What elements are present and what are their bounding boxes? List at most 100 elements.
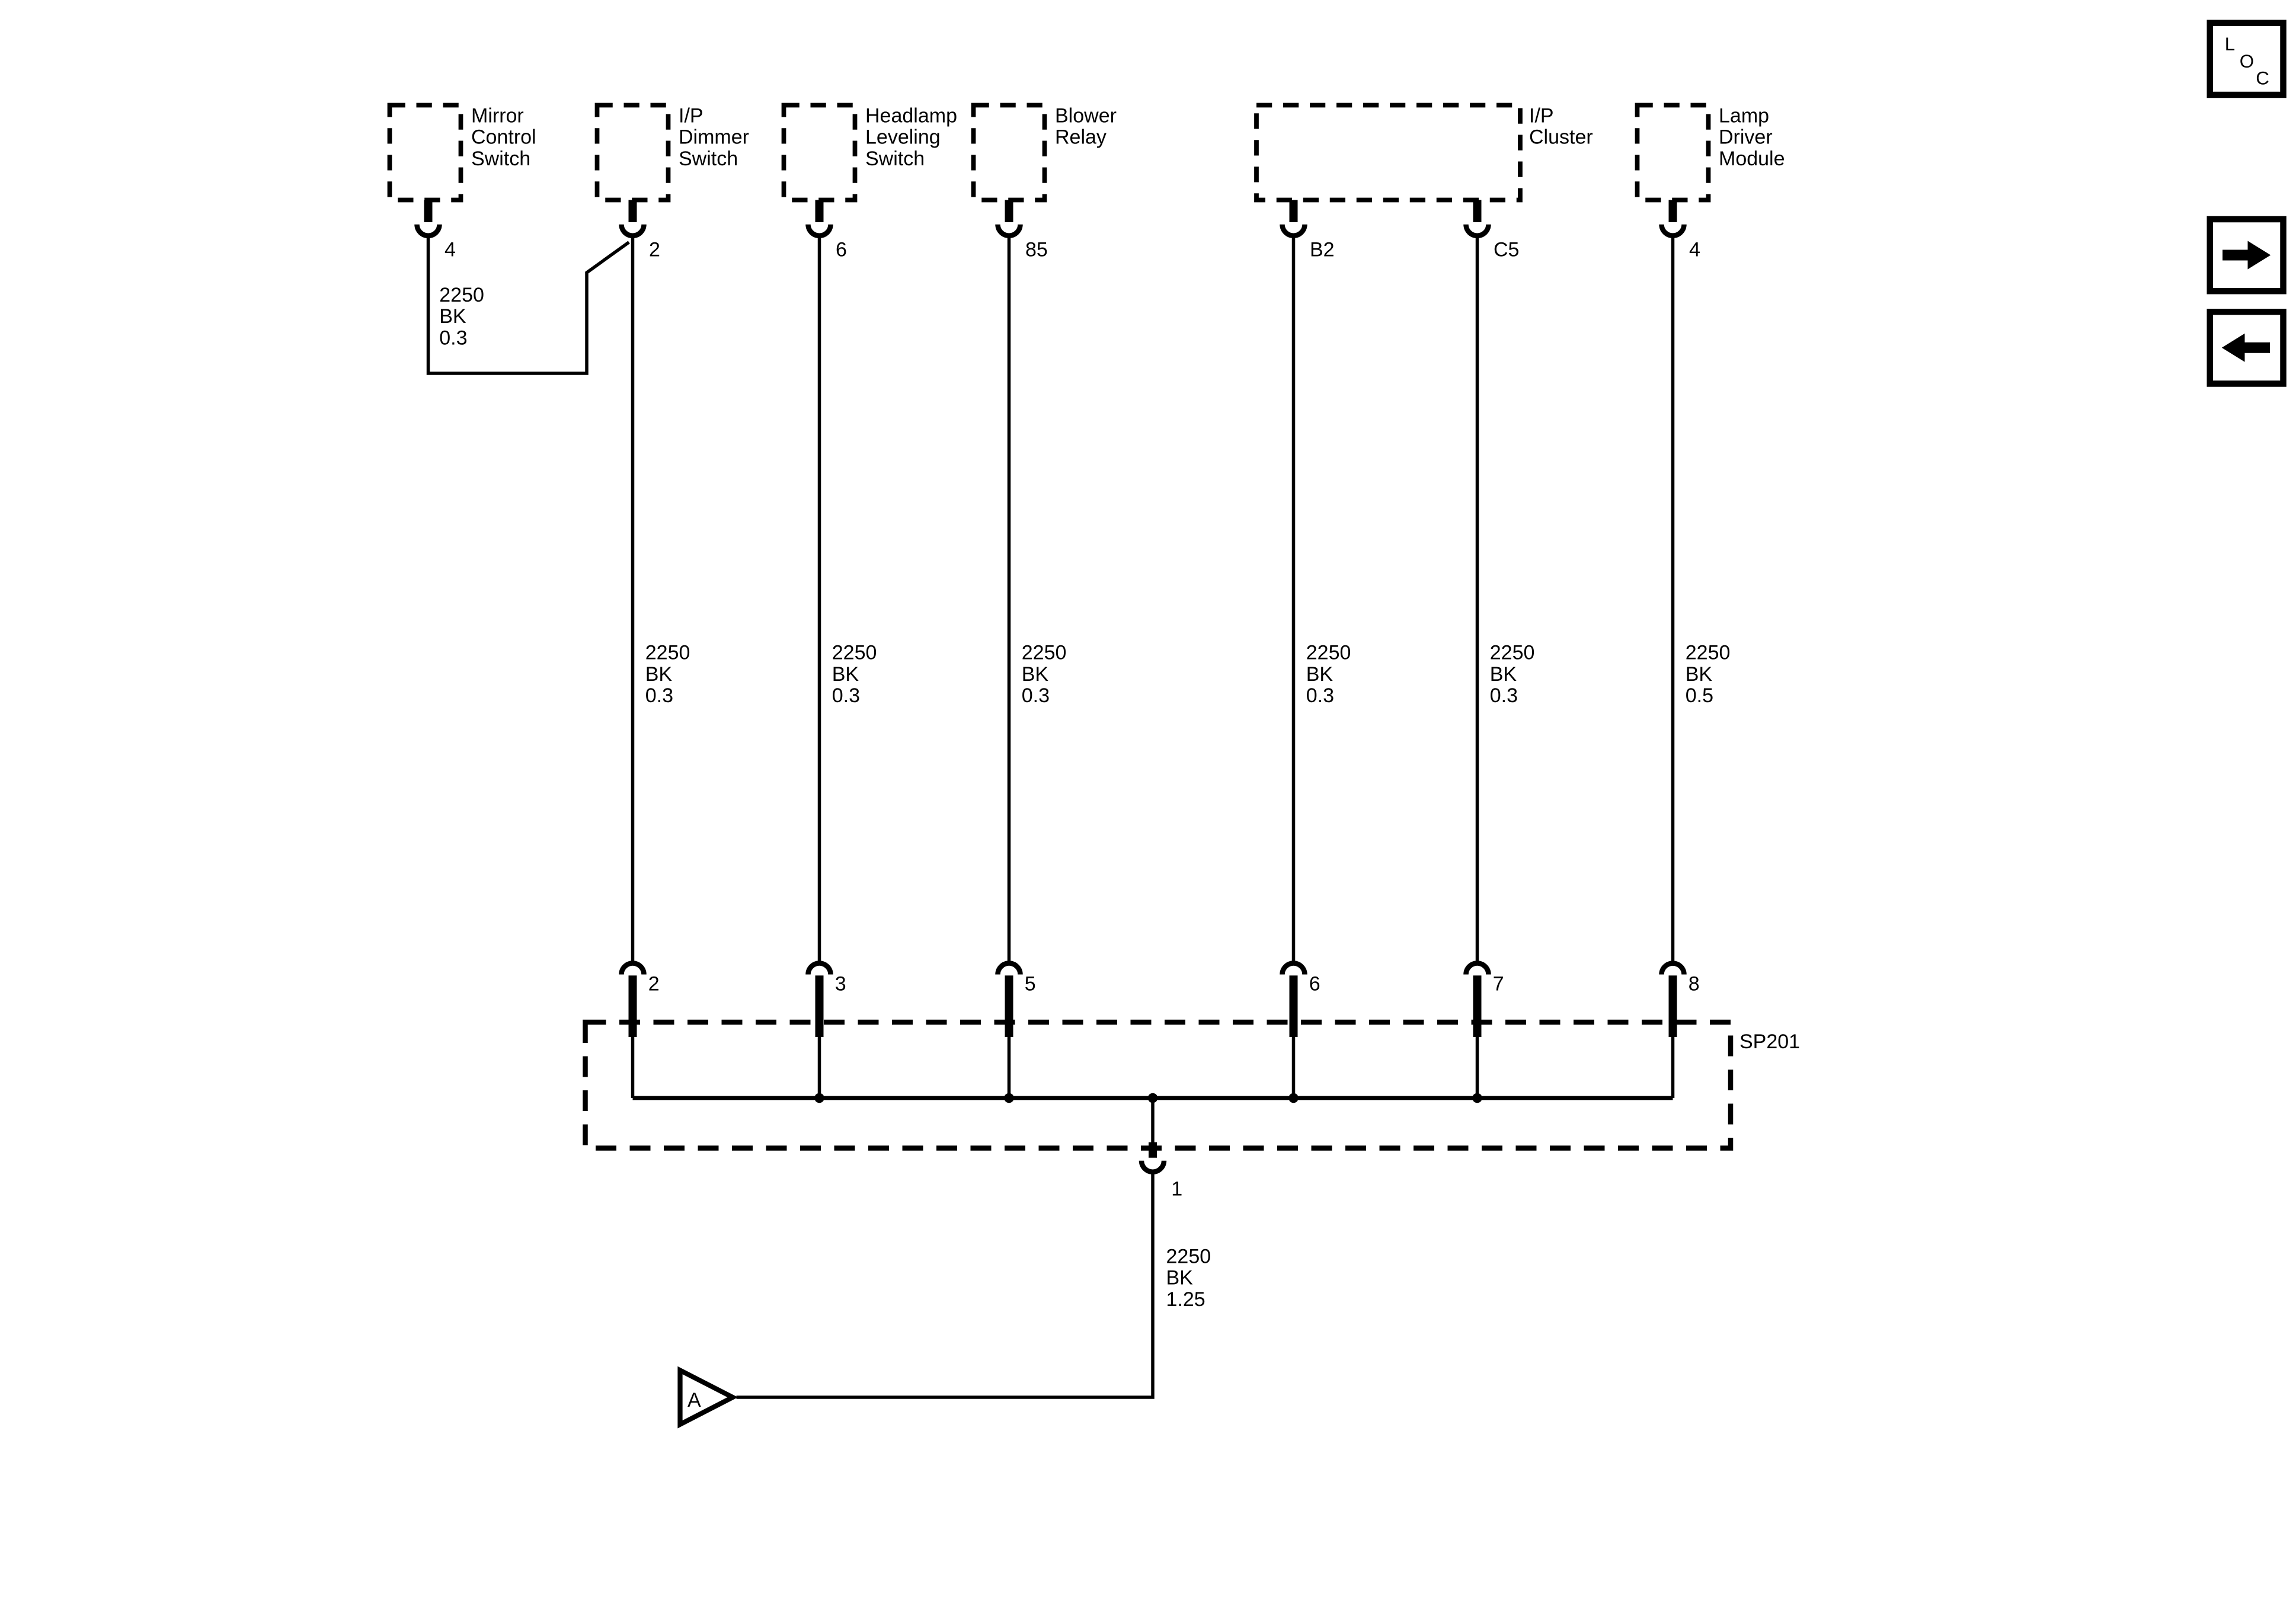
component-ip-cluster: I/P Cluster [1254,103,1593,203]
arrow-right-icon [2223,241,2271,270]
pin-number: 6 [1309,972,1320,995]
component-label-line: Module [1719,148,1785,170]
wire-circuit-number: 2250 [439,284,484,306]
pin-number: 7 [1493,972,1504,995]
wire-color-code: BK [1022,663,1049,686]
component-label-line: Switch [865,148,925,170]
pin-number: 5 [1025,972,1036,995]
component-lamp-driver-module: Lamp Driver Module [1635,103,1785,203]
pin-number: 8 [1689,972,1700,995]
wire-gauge: 0.3 [1306,684,1334,707]
junction-dot [814,1093,824,1103]
component-label-line: I/P [679,104,703,127]
pin-number: 2 [648,972,660,995]
previous-page-button[interactable] [2207,308,2287,387]
splice-pack-sp201: SP201 [583,1019,1800,1151]
wire-gauge: 0.3 [1022,684,1050,707]
pin-number: C5 [1494,238,1519,261]
wire-lamp-driver-to-splice: 2250 BK 0.5 [1671,235,1731,964]
pin-number: 6 [836,238,847,261]
component-label-line: Mirror [471,104,524,127]
wire-circuit-number: 2250 [1166,1245,1211,1267]
loc-letter-o: O [2240,51,2254,72]
splice-pin: 5 [995,961,1036,1098]
component-label-line: Leveling [865,126,941,148]
wire-circuit-number: 2250 [1490,642,1535,664]
component-label-line: I/P [1529,104,1554,127]
wire-color-code: BK [645,663,673,686]
splice-pin: 8 [1659,961,1700,1098]
component-label-line: Relay [1055,126,1107,148]
loc-button-outline[interactable] [2207,20,2287,98]
pin-number: 85 [1025,238,1048,261]
component-box-outline [594,103,671,203]
wire-gauge: 0.3 [832,684,860,707]
junction-dot [1288,1093,1299,1103]
component-box-outline [1635,103,1711,203]
connector-pin-top: 6 [805,200,847,261]
splice-id-label: SP201 [1739,1030,1800,1053]
component-label-line: Control [471,126,536,148]
wire-gauge: 0.3 [645,684,673,707]
splice-pin: 6 [1280,961,1320,1098]
ground-triangle-outline [677,1366,738,1429]
component-label-line: Dimmer [679,126,749,148]
wire-gauge: 1.25 [1166,1288,1205,1311]
pin-number: 3 [835,972,846,995]
pin-number: 4 [445,238,456,261]
wire-circuit-number: 2250 [832,642,877,664]
component-label-line: Cluster [1529,126,1593,148]
wire-color-code: BK [1490,663,1517,686]
component-headlamp-leveling-switch: Headlamp Leveling Switch [781,103,957,203]
pin-number: 2 [649,238,660,261]
pin-number: 4 [1689,238,1700,261]
junction-dot [1004,1093,1014,1103]
component-box-outline [1254,103,1523,203]
wire-color-code: BK [1306,663,1334,686]
wire-circuit-number: 2250 [645,642,690,664]
connector-pin-top: C5 [1463,200,1519,261]
pin-number: 1 [1171,1177,1182,1200]
wire-headlamp-to-splice: 2250 BK 0.3 [817,235,877,964]
wire-color-code: BK [1166,1267,1194,1289]
connector-pin-top: 2 [619,200,660,261]
wire-gauge: 0.3 [1490,684,1518,707]
ground-reference-letter: A [687,1389,701,1411]
component-label-line: Headlamp [865,104,957,127]
connector-pin-top: 4 [414,200,456,261]
connector-pin-top: 85 [995,200,1048,261]
loc-letter-l: L [2225,34,2235,55]
arrow-left-icon [2221,333,2270,362]
wire-dimmer-to-splice: 2250 BK 0.3 [631,235,690,964]
loc-button[interactable]: L O C [2207,20,2287,98]
wire-gauge: 0.5 [1686,684,1713,707]
connector-pin-top: B2 [1280,200,1335,261]
pin-number: B2 [1310,238,1335,261]
component-mirror-control-switch: Mirror Control Switch [387,103,536,203]
wire-blower-to-splice: 2250 BK 0.3 [1007,235,1067,964]
next-page-button[interactable] [2207,216,2287,295]
component-label-line: Driver [1719,126,1773,148]
component-box-outline [781,103,858,203]
component-label-line: Blower [1055,104,1117,127]
component-ip-dimmer-switch: I/P Dimmer Switch [594,103,749,203]
loc-letter-c: C [2256,68,2269,88]
wire-cluster-c5-to-splice: 2250 BK 0.3 [1475,235,1535,964]
wire-cluster-b2-to-splice: 2250 BK 0.3 [1291,235,1351,964]
component-label-line: Switch [471,148,530,170]
component-box-outline [971,103,1047,203]
wire-circuit-number: 2250 [1686,642,1731,664]
wire-splice-to-ground: 2250 BK 1.25 [736,1172,1211,1399]
splice-pin: 3 [805,961,846,1098]
component-box-outline [387,103,463,203]
splice-box-outline [583,1019,1734,1151]
wire-gauge: 0.3 [439,327,467,349]
wire-color-code: BK [439,305,466,328]
component-blower-relay: Blower Relay [971,103,1117,203]
wire-circuit-number: 2250 [1022,642,1067,664]
splice-pin: 7 [1463,961,1504,1098]
wire-mirror-branch: 2250 BK 0.3 [426,235,630,375]
ground-reference-triangle: A [677,1366,738,1429]
junction-dot [1472,1093,1482,1103]
